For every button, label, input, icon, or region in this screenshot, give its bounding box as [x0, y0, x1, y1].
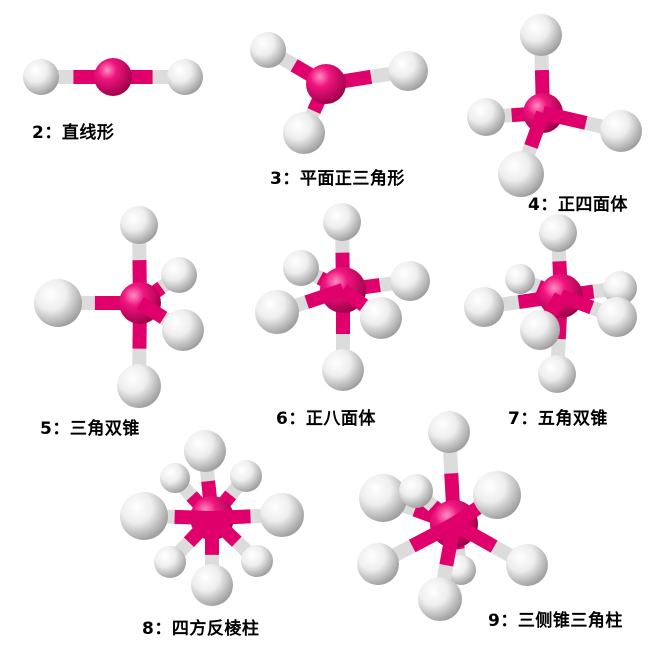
caption-linear: 2：直线形 — [32, 123, 115, 143]
ligand-atom — [390, 261, 430, 301]
ligand-atom — [603, 271, 637, 305]
ligand-atom — [388, 51, 428, 91]
caption-pentagonal-bipyramidal: 7：五角双锥 — [508, 409, 608, 429]
ligand-atom — [597, 297, 637, 337]
ligand-atom — [283, 112, 325, 154]
ligand-atom — [283, 250, 319, 286]
ligand-atom — [160, 463, 190, 493]
molecule-pentagonal-bipyramidal — [464, 214, 637, 393]
ligand-atom — [323, 203, 361, 241]
ligand-atom — [357, 543, 399, 585]
ligand-atom — [241, 545, 273, 577]
molecule-tricapped-trigonal-prismatic — [357, 411, 548, 621]
ligand-atom — [23, 59, 59, 95]
caption-tricapped-trigonal-prismatic: 9：三侧锥三角柱 — [488, 611, 623, 631]
molecule-tetrahedral — [467, 14, 642, 197]
ligand-atom — [117, 364, 161, 408]
ligand-atom — [428, 411, 470, 453]
ligand-atom — [167, 59, 203, 95]
ligand-atom — [191, 564, 233, 606]
caption-tetrahedral: 4：正四面体 — [528, 195, 628, 215]
ligand-atom — [120, 492, 168, 540]
ligand-atom — [464, 287, 504, 327]
ligand-atom — [260, 493, 304, 537]
ligand-atom — [359, 474, 407, 522]
central-atom — [306, 64, 346, 104]
ligand-atom — [161, 257, 197, 293]
ligand-atom — [600, 110, 642, 152]
ligand-atom — [418, 577, 462, 621]
ligand-atom — [154, 546, 186, 578]
molecule-square-antiprismatic — [120, 430, 304, 606]
ligand-atom — [539, 214, 577, 252]
ligand-atom — [230, 460, 262, 492]
caption-trigonal-planar: 3：平面正三角形 — [270, 169, 405, 189]
molecule-trigonal-bipyramidal — [34, 206, 204, 408]
molecule-linear — [23, 58, 203, 96]
molecule-trigonal-planar — [250, 32, 428, 154]
ligand-atom — [467, 98, 505, 136]
ligand-atom — [184, 430, 226, 472]
central-atom — [94, 58, 132, 96]
ligand-atom — [498, 151, 544, 197]
ligand-atom — [505, 264, 535, 294]
ligand-atom — [120, 206, 158, 244]
ligand-atom — [506, 544, 548, 586]
caption-trigonal-bipyramidal: 5：三角双锥 — [40, 419, 140, 439]
ligand-atom — [255, 290, 299, 334]
ligand-atom — [322, 349, 364, 391]
ligand-atom — [360, 297, 402, 339]
caption-square-antiprismatic: 8：四方反棱柱 — [142, 619, 260, 639]
ligand-atom — [520, 14, 562, 56]
ligand-atom — [538, 355, 576, 393]
caption-octahedral: 6：正八面体 — [276, 409, 376, 429]
ligand-atom — [399, 474, 433, 508]
molecule-octahedral — [255, 203, 430, 391]
ligand-atom — [473, 471, 521, 519]
ligand-atom — [162, 309, 204, 351]
ligand-atom — [250, 32, 286, 68]
ligand-atom — [34, 279, 82, 327]
ligand-atom — [520, 310, 560, 350]
